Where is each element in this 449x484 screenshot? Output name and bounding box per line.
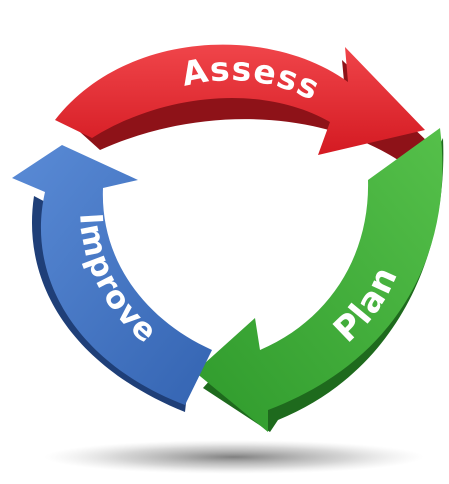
stage-arrow-improve xyxy=(12,145,212,412)
arrow-face-plan xyxy=(195,128,443,432)
stage-arrow-assess xyxy=(55,44,428,172)
stage-arrow-plan xyxy=(195,128,444,432)
arrow-face-improve xyxy=(12,145,212,405)
arrow-face-assess xyxy=(55,44,425,155)
floor-shadow xyxy=(44,440,424,474)
